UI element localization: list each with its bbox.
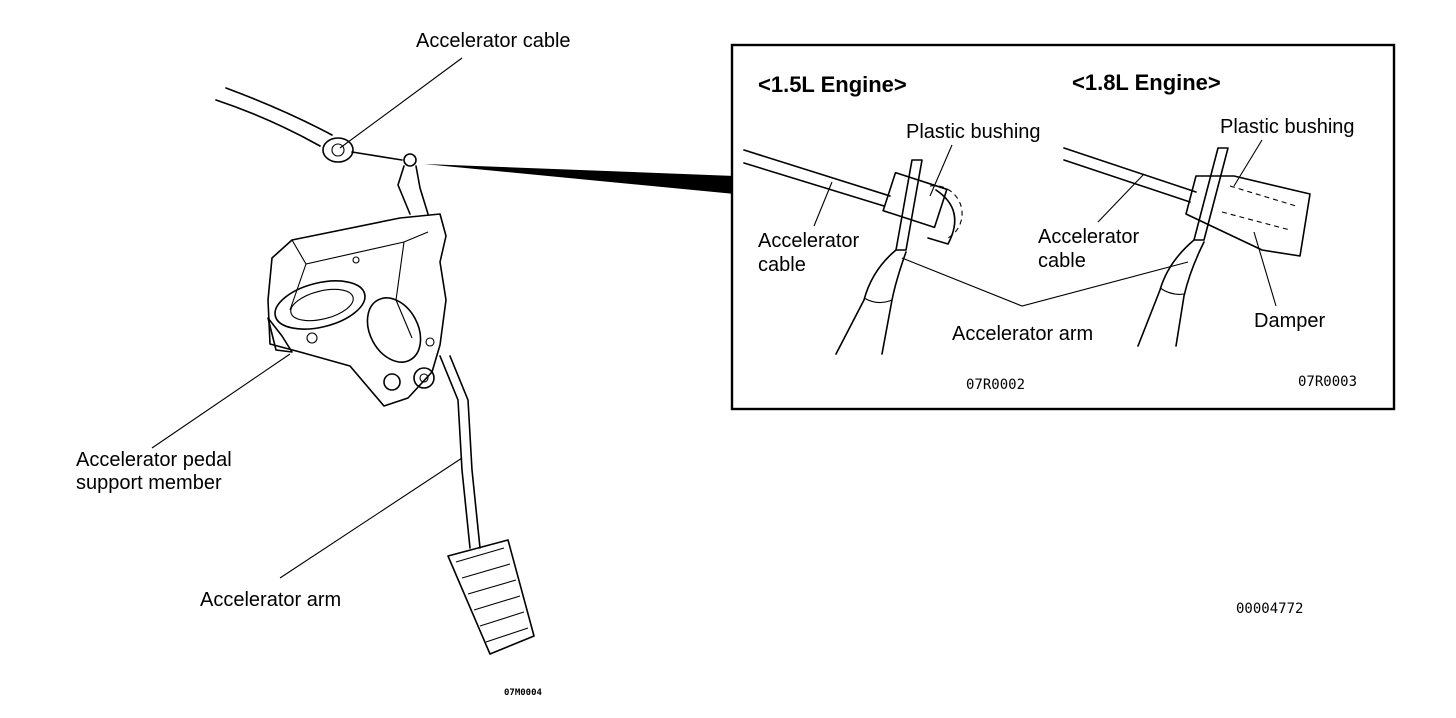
label-accelerator-cable: Accelerator cable bbox=[416, 30, 571, 52]
leader-pedal-support bbox=[151, 353, 291, 449]
label-inset-accelerator-arm: Accelerator arm bbox=[952, 323, 1093, 345]
label-pedal-support-line2: support member bbox=[76, 472, 222, 494]
inset-code-1-5l: 07R0002 bbox=[966, 377, 1025, 393]
figure-number: 00004772 bbox=[1236, 601, 1303, 617]
label-pedal-support-line1: Accelerator pedal bbox=[76, 449, 232, 471]
label-plastic-bushing-1-8l: Plastic bushing bbox=[1220, 116, 1355, 138]
engine-detail-inset: <1.5L Engine> <1.8L Engine> bbox=[730, 43, 1396, 411]
inset-title-1-8l: <1.8L Engine> bbox=[1072, 70, 1221, 95]
detail-projection bbox=[424, 164, 735, 194]
inset-title-1-5l: <1.5L Engine> bbox=[758, 72, 907, 97]
pedal-assembly-illustration bbox=[215, 87, 535, 655]
label-accel-cable-1-5l-line2: cable bbox=[758, 254, 806, 276]
label-accel-cable-1-5l-line1: Accelerator bbox=[758, 230, 859, 252]
detail-1-5l-engine bbox=[743, 149, 963, 355]
label-accelerator-arm: Accelerator arm bbox=[200, 589, 341, 611]
leader-accelerator-cable bbox=[339, 57, 463, 149]
main-figure-code: 07M0004 bbox=[504, 688, 543, 698]
leader-accelerator-arm bbox=[279, 457, 463, 579]
inset-code-1-8l: 07R0003 bbox=[1298, 374, 1357, 390]
label-accel-cable-1-8l-line2: cable bbox=[1038, 250, 1086, 272]
label-plastic-bushing-1-5l: Plastic bushing bbox=[906, 121, 1041, 143]
label-damper: Damper bbox=[1254, 310, 1325, 332]
label-accel-cable-1-8l-line1: Accelerator bbox=[1038, 226, 1139, 248]
